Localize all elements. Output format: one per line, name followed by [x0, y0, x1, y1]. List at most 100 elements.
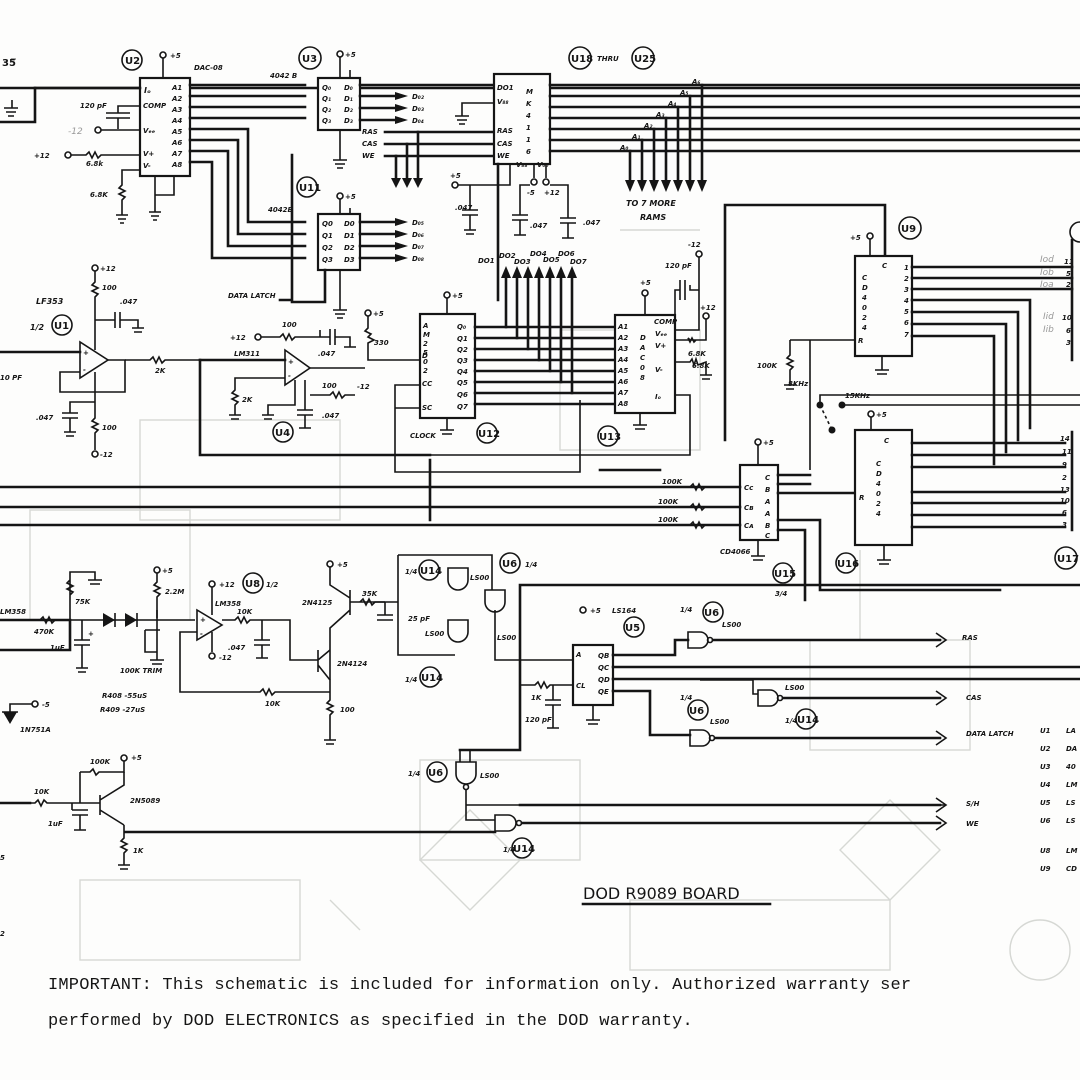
- svg-text:U6: U6: [1040, 817, 1051, 825]
- svg-text:Iₒ: Iₒ: [144, 86, 151, 95]
- svg-text:A7: A7: [171, 150, 182, 158]
- svg-text:B: B: [765, 486, 770, 494]
- svg-text:C: C: [882, 262, 888, 270]
- svg-text:U12: U12: [478, 429, 500, 440]
- left-fragment: 5: [0, 854, 5, 862]
- svg-text:Iid: Iid: [1043, 312, 1054, 322]
- svg-text:LS00: LS00: [710, 718, 729, 726]
- timing-circuit: LM358 470K 75K 1uF + +5 2.2M 100K TRIM R…: [0, 560, 430, 745]
- svg-text:U6: U6: [428, 768, 443, 779]
- svg-text:K: K: [526, 100, 532, 108]
- svg-text:LM: LM: [1066, 847, 1077, 855]
- svg-text:6.8K: 6.8K: [688, 350, 706, 358]
- svg-text:A₄: A₄: [667, 100, 676, 108]
- svg-text:A2: A2: [171, 95, 182, 103]
- svg-text:D: D: [640, 334, 646, 342]
- svg-text:11: 11: [1062, 448, 1072, 456]
- svg-text:Iob: Iob: [1040, 268, 1054, 278]
- svg-text:Iₒ: Iₒ: [655, 393, 662, 401]
- svg-text:.047: .047: [322, 412, 339, 420]
- svg-text:U16: U16: [837, 559, 859, 570]
- svg-text:6.8K: 6.8K: [692, 362, 710, 370]
- svg-text:D₀₆: D₀₆: [412, 231, 424, 239]
- svg-text:U13: U13: [599, 432, 621, 443]
- svg-text:2: 2: [904, 275, 909, 283]
- svg-text:U4: U4: [1040, 781, 1051, 789]
- svg-text:+12: +12: [219, 581, 235, 589]
- svg-text:Q₀: Q₀: [322, 84, 331, 92]
- svg-text:D₀₃: D₀₃: [412, 105, 424, 113]
- svg-text:2: 2: [862, 314, 867, 322]
- svg-text:U5: U5: [1040, 799, 1051, 807]
- svg-text:8: 8: [640, 374, 645, 382]
- svg-text:+: +: [200, 616, 206, 624]
- svg-text:4042 B: 4042 B: [270, 72, 297, 80]
- svg-text:0: 0: [862, 304, 867, 312]
- svg-text:D₁: D₁: [344, 95, 353, 103]
- svg-text:3: 3: [904, 286, 909, 294]
- svg-text:+5: +5: [640, 279, 651, 287]
- svg-text:100K: 100K: [662, 478, 683, 486]
- svg-text:Q₁: Q₁: [322, 95, 331, 103]
- svg-text:+5: +5: [131, 754, 142, 762]
- svg-text:RAS: RAS: [497, 127, 513, 135]
- svg-text:100K: 100K: [658, 516, 679, 524]
- svg-text:U3: U3: [1040, 763, 1051, 771]
- svg-text:A₅: A₅: [679, 89, 688, 97]
- svg-text:100K TRIM: 100K TRIM: [120, 667, 162, 675]
- svg-text:11: 11: [1064, 258, 1074, 266]
- chip-U3: U3 +5 4042 B Q₀ Q₁ Q₂ Q₃ D₀ D₁ D₂ D₃ D₀₂…: [270, 46, 500, 169]
- svg-text:2: 2: [1062, 474, 1067, 482]
- svg-text:U8: U8: [1040, 847, 1051, 855]
- svg-text:D3: D3: [344, 256, 355, 264]
- chip-U17: 14 11 9 2 13 10 6 3 U17: [1054, 430, 1079, 570]
- svg-text:10 PF: 10 PF: [0, 374, 22, 382]
- svg-text:+12: +12: [100, 265, 116, 273]
- svg-text:U2: U2: [125, 56, 140, 67]
- svg-text:5: 5: [1066, 270, 1071, 278]
- svg-text:120 pF: 120 pF: [665, 262, 692, 270]
- svg-text:A3: A3: [617, 345, 628, 353]
- svg-text:1: 1: [904, 264, 909, 272]
- svg-text:A₃: A₃: [655, 111, 664, 119]
- svg-text:+5: +5: [590, 607, 601, 615]
- svg-text:U1: U1: [54, 321, 69, 332]
- svg-text:4: 4: [862, 294, 867, 302]
- svg-text:R409 -27uS: R409 -27uS: [100, 706, 145, 714]
- svg-text:.047: .047: [36, 414, 53, 422]
- svg-text:U14: U14: [513, 844, 535, 855]
- svg-text:100K: 100K: [757, 362, 778, 370]
- svg-text:1uF: 1uF: [48, 820, 63, 828]
- svg-text:Q₃: Q₃: [322, 117, 331, 125]
- svg-text:+5: +5: [876, 411, 887, 419]
- svg-text:Q0: Q0: [322, 220, 333, 228]
- svg-text:U9: U9: [1040, 865, 1051, 873]
- svg-text:LS00: LS00: [497, 634, 516, 642]
- svg-text:1/4: 1/4: [405, 676, 417, 684]
- svg-text:Q₂: Q₂: [322, 106, 332, 114]
- svg-text:Iod: Iod: [1040, 255, 1054, 265]
- svg-text:2K: 2K: [242, 396, 253, 404]
- svg-text:U4: U4: [275, 428, 290, 439]
- svg-text:D₀₂: D₀₂: [412, 93, 425, 101]
- svg-text:2N5089: 2N5089: [130, 797, 160, 805]
- svg-text:U14: U14: [421, 673, 443, 684]
- svg-text:1uF: 1uF: [50, 644, 65, 652]
- svg-text:100: 100: [322, 382, 337, 390]
- svg-text:CC: CC: [422, 380, 433, 388]
- svg-text:D₀₅: D₀₅: [412, 219, 424, 227]
- svg-text:A8: A8: [617, 400, 628, 408]
- svg-text:CAS: CAS: [497, 140, 513, 148]
- svg-text:13: 13: [1060, 486, 1070, 494]
- svg-text:35K: 35K: [362, 590, 378, 598]
- svg-text:25 pF: 25 pF: [408, 615, 430, 623]
- svg-text:10K: 10K: [237, 608, 253, 616]
- svg-text:RAMS: RAMS: [640, 213, 666, 222]
- output-ras: RAS: [962, 634, 978, 642]
- svg-text:1/4: 1/4: [525, 561, 537, 569]
- ground-icon: [4, 100, 18, 117]
- svg-text:-5: -5: [42, 701, 50, 709]
- svg-text:5: 5: [423, 349, 428, 357]
- svg-text:+12: +12: [544, 189, 560, 197]
